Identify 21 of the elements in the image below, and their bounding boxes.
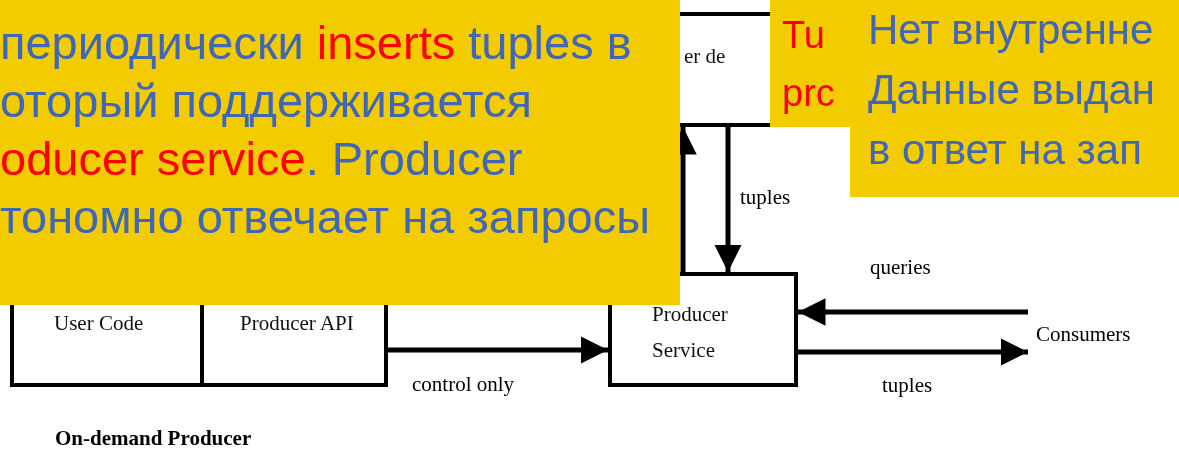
figure-caption: On-demand Producer — [55, 426, 252, 451]
callout-box — [770, 0, 850, 127]
arrow — [798, 298, 1028, 326]
callout-text: периодически inserts tuples в оторый поддерживается oducer service. Producer тономно отвечает на запросы — [0, 15, 651, 245]
arrow — [714, 127, 742, 272]
callout-text: Tu prc — [782, 13, 836, 116]
callout-box — [850, 0, 1179, 197]
consumers-label: Consumers — [1028, 296, 1176, 372]
edge-label: queries — [870, 255, 931, 280]
box-label: er de — [684, 43, 727, 70]
box-label: Producer Service — [652, 301, 729, 364]
arrow — [798, 338, 1028, 366]
edge-label: tuples — [740, 185, 791, 210]
edge-label: control only — [412, 372, 515, 397]
callout-text: Нет внутренне Данные выдан в ответ на зап — [868, 5, 1156, 175]
arrow — [388, 336, 608, 364]
box-label: Producer API — [240, 310, 355, 337]
process-box — [680, 12, 770, 127]
box-label: User Code — [54, 310, 145, 337]
edge-label: tuples — [882, 373, 933, 398]
callout-box — [0, 0, 680, 305]
